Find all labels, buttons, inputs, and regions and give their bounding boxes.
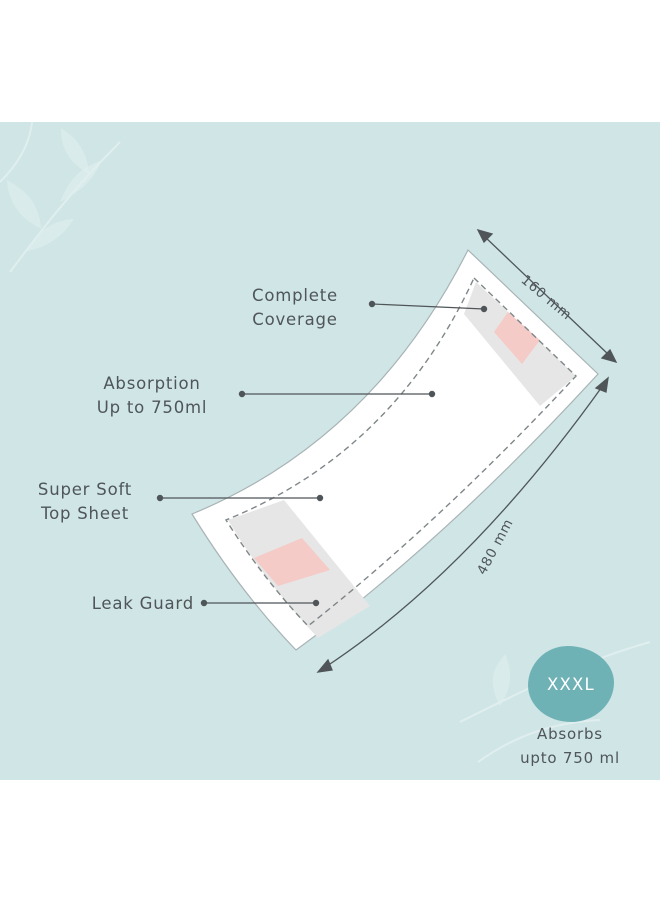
size-badge: XXXL: [528, 646, 614, 722]
length-arrow-icon: [316, 376, 609, 673]
leaf-decoration-top-left-icon: [0, 122, 121, 273]
absorbs-capacity: Absorbs upto 750 ml: [500, 722, 640, 770]
label-line: Coverage: [252, 310, 338, 329]
label-line: Super Soft: [37, 480, 133, 499]
label-line: Leak Guard: [91, 594, 194, 613]
absorbs-line: Absorbs: [537, 725, 603, 743]
label-line: Complete: [252, 286, 338, 305]
pink-zone-top: [494, 312, 540, 364]
pad-dashed-border: [224, 276, 577, 627]
label-top-sheet: Super Soft Top Sheet: [20, 478, 150, 526]
pink-zone-bottom: [254, 538, 330, 586]
label-line: Up to 750ml: [96, 398, 208, 417]
label-line: Absorption: [103, 374, 201, 393]
label-complete-coverage: Complete Coverage: [230, 284, 360, 332]
label-absorption: Absorption Up to 750ml: [80, 372, 224, 420]
label-leak-guard: Leak Guard: [60, 592, 194, 616]
callout-lines: [156, 300, 488, 607]
width-arrow-icon: [476, 228, 618, 364]
label-line: Top Sheet: [41, 504, 129, 523]
product-panel: Complete Coverage Absorption Up to 750ml…: [0, 122, 660, 780]
absorbs-line: upto 750 ml: [520, 749, 620, 767]
